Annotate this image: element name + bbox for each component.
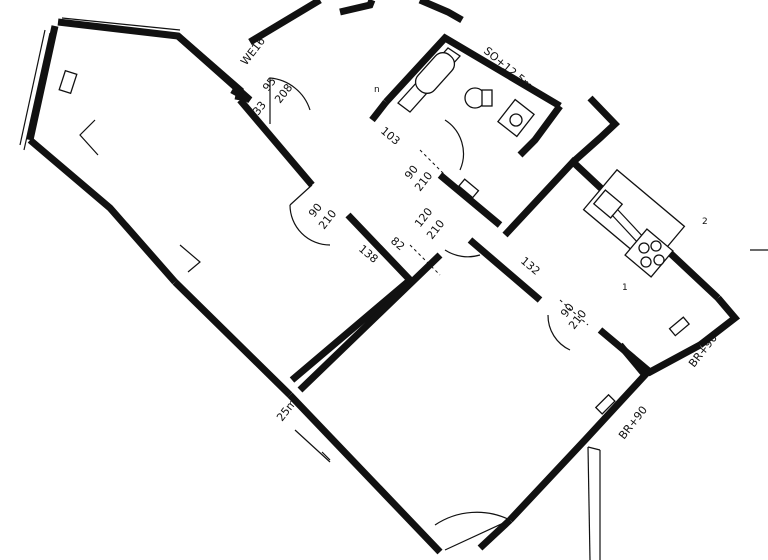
mark-1: 1	[622, 283, 628, 293]
wall-details	[19, 17, 768, 560]
radiator-left	[58, 69, 78, 95]
door-bathroom	[419, 119, 465, 176]
door-kitchen	[547, 299, 589, 351]
column-mark	[79, 119, 99, 156]
dim-103: 103	[378, 124, 402, 147]
bathtub	[397, 47, 461, 113]
door-entrance	[269, 77, 311, 124]
bath-label: SO+12.5m	[481, 44, 535, 93]
radiator-bottom	[594, 393, 616, 415]
outer-walls	[26, 0, 741, 555]
we-label: WE16	[238, 35, 268, 68]
door-center	[409, 244, 481, 276]
stove	[624, 228, 674, 278]
door-left-room	[289, 184, 331, 246]
window-label-2: BR+90	[616, 404, 650, 442]
door-width-1: 95	[260, 75, 279, 94]
toilet	[464, 87, 493, 109]
dim-82: 82	[388, 234, 407, 253]
column-mark-2	[179, 244, 201, 273]
washbasin	[497, 98, 535, 138]
radiator-bath	[457, 178, 480, 199]
mark-n: n	[374, 85, 380, 95]
radiator-kitchen	[668, 316, 691, 337]
dim-132: 132	[518, 254, 542, 277]
mark-2: 2	[702, 217, 708, 227]
door-bottom	[434, 511, 511, 551]
